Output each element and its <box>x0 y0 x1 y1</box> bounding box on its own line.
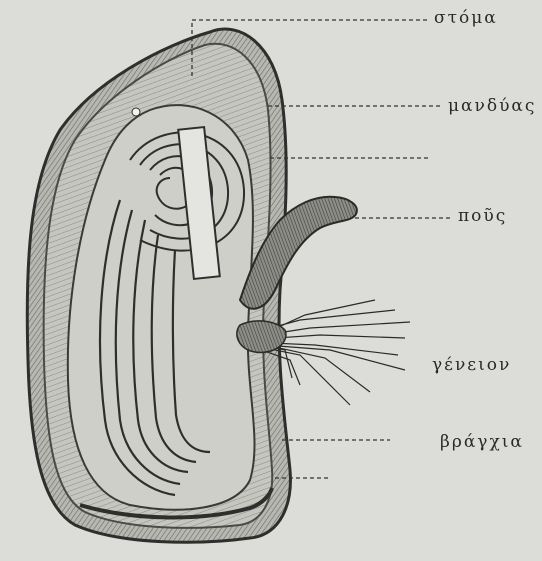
label-geneion: γένειον <box>432 355 511 375</box>
label-vragchia: βράγχια <box>440 432 524 452</box>
label-pous: ποῦς <box>458 206 507 226</box>
pore <box>132 108 140 116</box>
label-mandyas: μανδύας <box>448 96 536 116</box>
label-stoma: στόμα <box>434 8 498 28</box>
byssus-base <box>237 321 286 353</box>
